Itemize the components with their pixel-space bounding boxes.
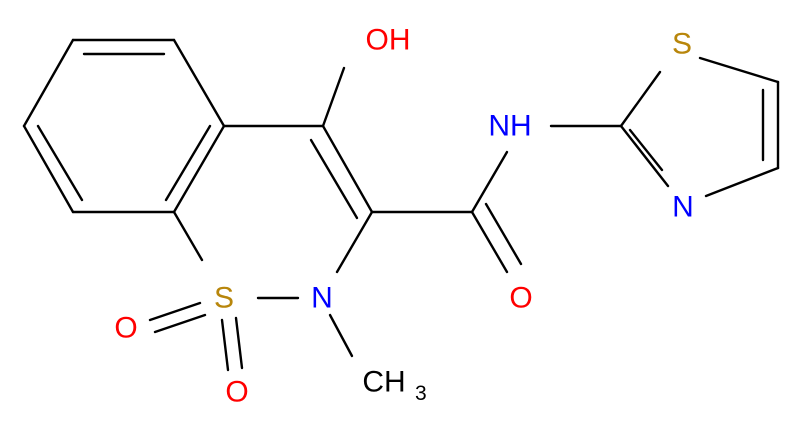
bond — [172, 38, 226, 128]
bond — [164, 124, 212, 202]
atom-methyl-label: CH — [362, 366, 405, 399]
atom-methyl-subscript: 3 — [415, 382, 427, 405]
bond — [628, 128, 664, 172]
atom-oh-label: OH — [366, 24, 411, 57]
bond — [148, 301, 202, 322]
atom-s-ring-label: S — [214, 282, 234, 315]
bond — [234, 316, 244, 370]
bond — [321, 66, 346, 128]
bond — [22, 38, 75, 128]
bonds — [22, 38, 780, 372]
bond — [328, 313, 354, 358]
atom-s-thiazole-label: S — [672, 28, 692, 61]
bond — [484, 202, 523, 266]
bond — [619, 124, 670, 188]
bond — [470, 150, 509, 214]
bond — [619, 70, 662, 128]
bond — [698, 56, 780, 84]
bond — [172, 210, 204, 262]
bond — [172, 124, 226, 214]
bond — [22, 124, 75, 214]
bond — [470, 210, 509, 274]
atom-o-sulfonyl-bottom-label: O — [225, 376, 248, 409]
bond — [36, 124, 84, 202]
atom-o-carbonyl-label: O — [509, 282, 532, 315]
atom-n-thiazole-label: N — [672, 191, 694, 224]
atom-labels: OH NH S N O N S O O CH 3 — [114, 24, 694, 409]
bond — [335, 210, 374, 274]
atom-nh-label: NH — [488, 110, 531, 143]
bond — [220, 318, 230, 372]
bond — [153, 313, 207, 334]
bond — [321, 124, 374, 214]
bond — [309, 138, 359, 220]
bond — [704, 166, 780, 198]
atom-n-ring-label: N — [311, 282, 333, 315]
atom-o-sulfonyl-left-label: O — [114, 312, 137, 345]
